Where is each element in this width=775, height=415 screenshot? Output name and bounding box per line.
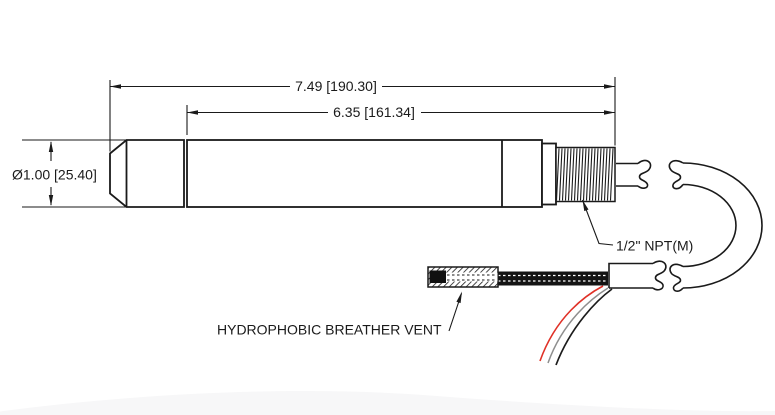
cable-end-break bbox=[652, 260, 667, 291]
sensor-main-tube bbox=[186, 139, 543, 208]
vent-callout: HYDROPHOBIC BREATHER VENT bbox=[217, 291, 463, 338]
npt-leader-arrow bbox=[582, 200, 589, 212]
wire-gray bbox=[547, 287, 609, 364]
dimension-body-length: 6.35 [161.34] bbox=[186, 104, 615, 135]
sensor-body-outline bbox=[109, 139, 616, 208]
body-length-text: 6.35 [161.34] bbox=[333, 104, 415, 120]
diameter-text: Ø1.00 [25.40] bbox=[12, 167, 97, 183]
npt-leader-line bbox=[581, 199, 614, 246]
breather-vent-core bbox=[429, 270, 446, 283]
cable-loop bbox=[668, 159, 763, 292]
cable-wires bbox=[539, 285, 613, 366]
cable bbox=[616, 159, 763, 292]
wire-black bbox=[555, 288, 613, 366]
cable-stub-break bbox=[637, 159, 652, 189]
cable-loop-break-top bbox=[668, 159, 684, 190]
npt-thread-callout: 1/2" NPT(M) bbox=[581, 199, 693, 254]
dimension-diameter: Ø1.00 [25.40] bbox=[12, 139, 126, 208]
dimension-overall-length: 7.49 [190.30] bbox=[109, 77, 616, 152]
breather-vent-assembly bbox=[427, 266, 608, 288]
background-swoosh bbox=[0, 391, 775, 415]
vent-leader-arrow bbox=[456, 291, 462, 304]
cable-stub bbox=[616, 162, 638, 187]
vent-label: HYDROPHOBIC BREATHER VENT bbox=[217, 322, 442, 338]
npt-thread-label: 1/2" NPT(M) bbox=[616, 238, 693, 254]
cable-end bbox=[608, 260, 667, 291]
wire-red bbox=[539, 285, 604, 362]
cable-loop-break-bottom bbox=[669, 263, 684, 292]
overall-length-text: 7.49 [190.30] bbox=[295, 78, 377, 94]
breather-vent-tube bbox=[497, 271, 608, 286]
sensor-nose-cone bbox=[109, 139, 185, 208]
npt-thread-section bbox=[555, 146, 616, 203]
thread-collar bbox=[541, 142, 557, 206]
